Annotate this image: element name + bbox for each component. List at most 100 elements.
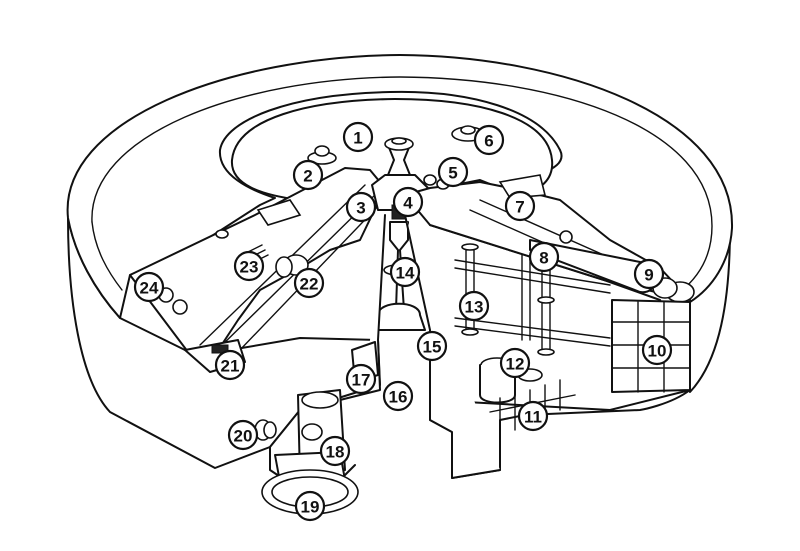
drum-rim-inner-left — [91, 221, 123, 291]
callout-circle — [504, 190, 536, 222]
callout-17: 17 — [345, 363, 377, 395]
callout-7: 7 — [504, 190, 536, 222]
callout-circle — [416, 330, 448, 362]
callout-5: 5 — [437, 156, 469, 188]
callout-18: 18 — [319, 435, 351, 467]
callout-label: 13 — [465, 298, 484, 317]
callout-label: 17 — [352, 371, 371, 390]
callout-22: 22 — [293, 267, 325, 299]
pipe-horizontal-top-2 — [454, 267, 611, 294]
callout-label: 23 — [240, 258, 259, 277]
callout-3: 3 — [345, 191, 377, 223]
callout-19: 19 — [294, 490, 326, 522]
callout-14: 14 — [389, 256, 421, 288]
callout-10: 10 — [641, 334, 673, 366]
callout-label: 10 — [648, 342, 667, 361]
callout-label: 4 — [403, 194, 413, 213]
fitting-2-top — [314, 145, 330, 157]
callout-circle — [133, 271, 165, 303]
callout-23: 23 — [233, 250, 265, 282]
drive-valve — [559, 230, 573, 244]
callout-circle — [233, 250, 265, 282]
callout-label: 5 — [448, 164, 457, 183]
callout-circle — [293, 267, 325, 299]
callout-label: 7 — [515, 198, 524, 217]
pipe-horizontal-top — [454, 259, 611, 286]
callout-label: 11 — [524, 408, 542, 427]
callout-circle — [227, 419, 259, 451]
pipe-flange-b — [461, 328, 479, 336]
lower-housing-ring — [301, 423, 323, 441]
callout-label: 1 — [353, 129, 362, 148]
pipe-vertical-b — [521, 254, 531, 341]
callout-label: 16 — [389, 388, 408, 407]
pipe-flange-d — [537, 296, 555, 304]
drum-rim-inner — [91, 76, 713, 293]
callout-circle — [345, 363, 377, 395]
callout-circle — [294, 490, 326, 522]
callout-24: 24 — [133, 271, 165, 303]
callout-13: 13 — [458, 290, 490, 322]
callout-label: 24 — [140, 279, 159, 298]
callout-circle — [214, 349, 246, 381]
callout-circle — [437, 156, 469, 188]
callout-label: 18 — [326, 443, 345, 462]
callout-label: 15 — [423, 338, 442, 357]
callout-20: 20 — [227, 419, 259, 451]
column-base — [374, 302, 426, 331]
arm-left-plate — [256, 199, 302, 226]
callout-16: 16 — [382, 380, 414, 412]
callout-label: 22 — [300, 275, 319, 294]
callout-circle — [517, 400, 549, 432]
callout-9: 9 — [633, 258, 665, 290]
pipe-flange-a — [461, 243, 479, 251]
callout-circle — [633, 258, 665, 290]
fitting-5-a — [423, 174, 437, 186]
fitting-6-top — [460, 125, 476, 135]
cutaway-front-right — [404, 214, 501, 479]
indicator-dot-b — [172, 299, 188, 315]
callout-label: 8 — [539, 249, 548, 268]
callout-11: 11 — [517, 400, 549, 432]
callout-circle — [392, 186, 424, 218]
callout-1: 1 — [342, 121, 374, 153]
pipe-horizontal-low — [454, 317, 611, 339]
callout-6: 6 — [473, 124, 505, 156]
pipe-horizontal-low-2 — [454, 325, 611, 347]
callout-8: 8 — [528, 241, 560, 273]
callout-circle — [499, 347, 531, 379]
pipe-flange-c — [537, 348, 555, 356]
rim-button — [215, 229, 229, 239]
callout-label: 2 — [303, 167, 312, 186]
arm-right-plate — [498, 174, 547, 199]
callout-2: 2 — [292, 159, 324, 191]
callout-label: 21 — [221, 357, 240, 376]
callout-4: 4 — [392, 186, 424, 218]
callout-label: 14 — [396, 264, 415, 283]
callout-label: 12 — [506, 355, 525, 374]
callout-label: 6 — [484, 132, 493, 151]
callout-circle — [458, 290, 490, 322]
callout-circle — [342, 121, 374, 153]
callout-label: 20 — [234, 427, 253, 446]
arm-left-foot-block — [211, 344, 229, 354]
callout-circle — [641, 334, 673, 366]
callout-label: 19 — [301, 498, 320, 517]
callout-circle — [473, 124, 505, 156]
motor-22-cap — [275, 256, 293, 278]
callout-circle — [345, 191, 377, 223]
lower-housing-top — [301, 391, 339, 409]
callout-circle — [319, 435, 351, 467]
callout-circle — [389, 256, 421, 288]
callout-21: 21 — [214, 349, 246, 381]
callout-label: 3 — [356, 199, 365, 218]
knob-b — [263, 421, 277, 439]
callout-12: 12 — [499, 347, 531, 379]
callout-circle — [292, 159, 324, 191]
callout-circle — [382, 380, 414, 412]
callout-label: 9 — [644, 266, 653, 285]
callout-circle — [528, 241, 560, 273]
